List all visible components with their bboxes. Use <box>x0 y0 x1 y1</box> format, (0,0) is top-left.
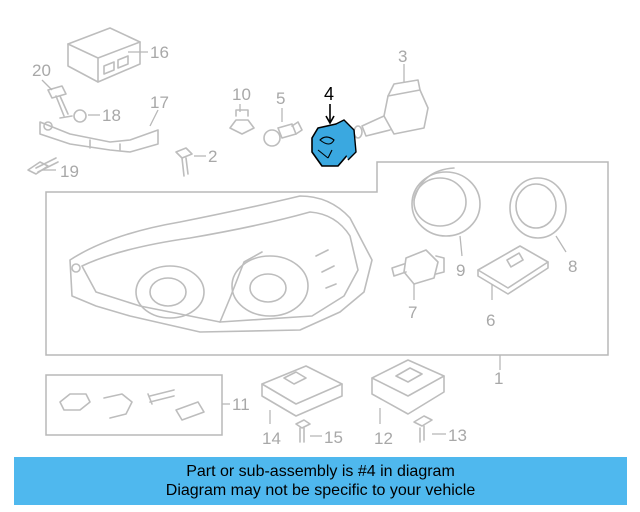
xenon-bulb-3[interactable] <box>353 79 429 139</box>
ballast-12[interactable] <box>371 359 445 415</box>
callout-4: 4 <box>324 84 334 104</box>
banner-line-1: Part or sub-assembly is #4 in diagram <box>186 463 455 480</box>
callout-18: 18 <box>102 106 121 125</box>
bracket-set-11[interactable] <box>59 389 205 421</box>
accessory-frame <box>45 374 223 436</box>
callout-19: 19 <box>60 162 79 181</box>
callout-15: 15 <box>324 428 343 447</box>
headlamp-housing[interactable] <box>69 195 373 333</box>
control-unit-16[interactable] <box>67 27 141 83</box>
bracket-17[interactable] <box>39 121 159 153</box>
ring-9[interactable] <box>411 167 481 237</box>
clip-10[interactable] <box>229 109 255 135</box>
screw-2[interactable] <box>175 147 193 177</box>
callout-7: 7 <box>408 303 417 322</box>
callout-16: 16 <box>150 43 169 62</box>
callout-20: 20 <box>32 61 51 80</box>
screw-15[interactable] <box>295 419 311 443</box>
callout-2: 2 <box>208 147 217 166</box>
bulb-5[interactable] <box>263 121 303 147</box>
callout-5: 5 <box>276 89 285 108</box>
callout-14: 14 <box>262 429 281 448</box>
screw-20[interactable] <box>47 85 69 117</box>
screw-13[interactable] <box>413 415 433 443</box>
bulb-socket-7[interactable] <box>391 249 445 285</box>
callout-10: 10 <box>232 85 251 104</box>
info-banner: Part or sub-assembly is #4 in diagram Di… <box>14 457 627 505</box>
banner-line-2: Diagram may not be specific to your vehi… <box>165 482 476 499</box>
screw-19[interactable] <box>27 157 59 175</box>
assembly-frame <box>45 161 609 356</box>
callout-6: 6 <box>486 311 495 330</box>
callout-8: 8 <box>568 257 577 276</box>
ballast-14[interactable] <box>261 365 343 417</box>
callout-11: 11 <box>232 395 250 414</box>
callout-17: 17 <box>150 93 169 112</box>
callout-1: 1 <box>494 369 503 388</box>
parts-diagram: 16 20 18 17 19 10 5 <box>27 27 609 448</box>
callout-9: 9 <box>456 261 465 280</box>
bolt-18[interactable] <box>59 109 87 123</box>
callout-13: 13 <box>448 426 467 445</box>
callout-3: 3 <box>398 47 407 66</box>
callout-12: 12 <box>374 429 393 448</box>
cap-4-highlighted[interactable] <box>311 119 357 167</box>
module-6[interactable] <box>477 245 549 295</box>
ring-8[interactable] <box>509 177 567 239</box>
